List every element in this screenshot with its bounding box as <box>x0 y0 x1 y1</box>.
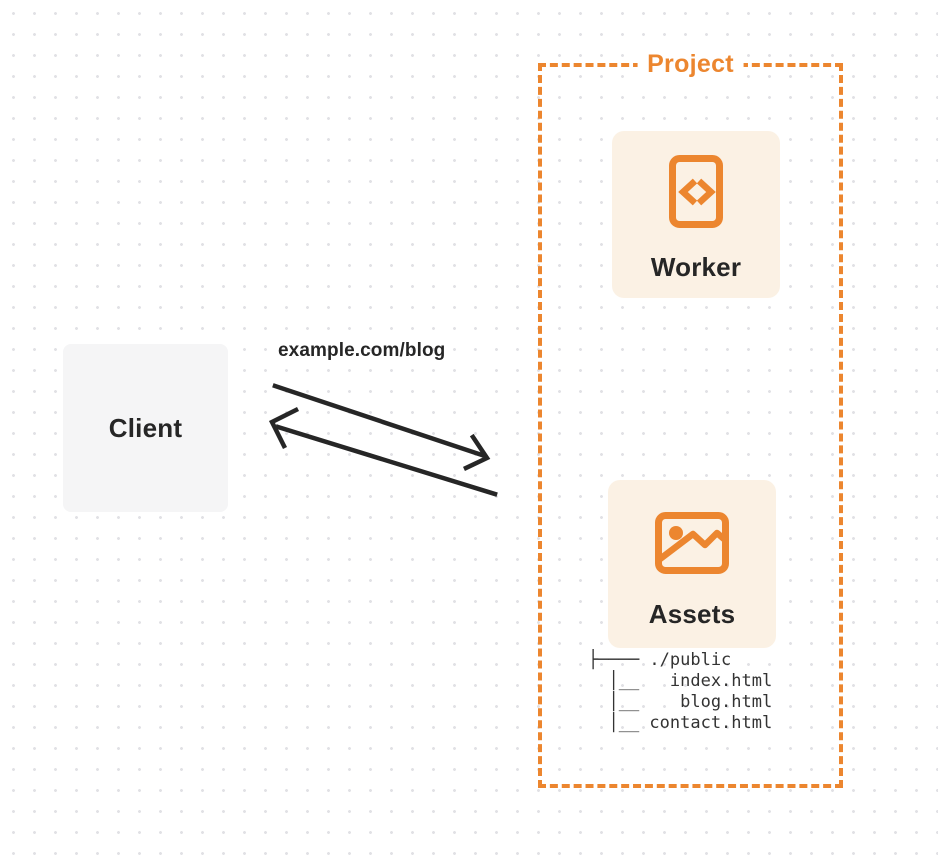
assets-file-tree: ├──── ./public │__ index.html │__ blog.h… <box>588 650 772 734</box>
request-arrow-line <box>272 383 485 458</box>
worker-node: Worker <box>612 131 780 298</box>
file-tree-line: │__ index.html <box>588 671 773 691</box>
request-url-label: example.com/blog <box>278 340 446 361</box>
project-boundary: Project <box>538 50 843 788</box>
client-node: Client <box>63 344 228 512</box>
worker-label: Worker <box>650 252 742 282</box>
file-tree-line: │__ blog.html <box>588 692 773 712</box>
file-tree-line: │__ contact.html <box>588 713 773 733</box>
file-tree-line: ├──── ./public <box>588 650 732 670</box>
response-arrowhead-icon <box>268 406 300 450</box>
assets-node: Assets <box>608 480 776 648</box>
image-icon <box>655 512 729 574</box>
code-document-icon <box>669 155 723 228</box>
assets-label: Assets <box>648 599 736 629</box>
request-arrowhead-icon <box>463 433 491 471</box>
project-label: Project <box>637 50 744 79</box>
client-label: Client <box>108 412 183 443</box>
response-arrow-line <box>275 424 498 497</box>
